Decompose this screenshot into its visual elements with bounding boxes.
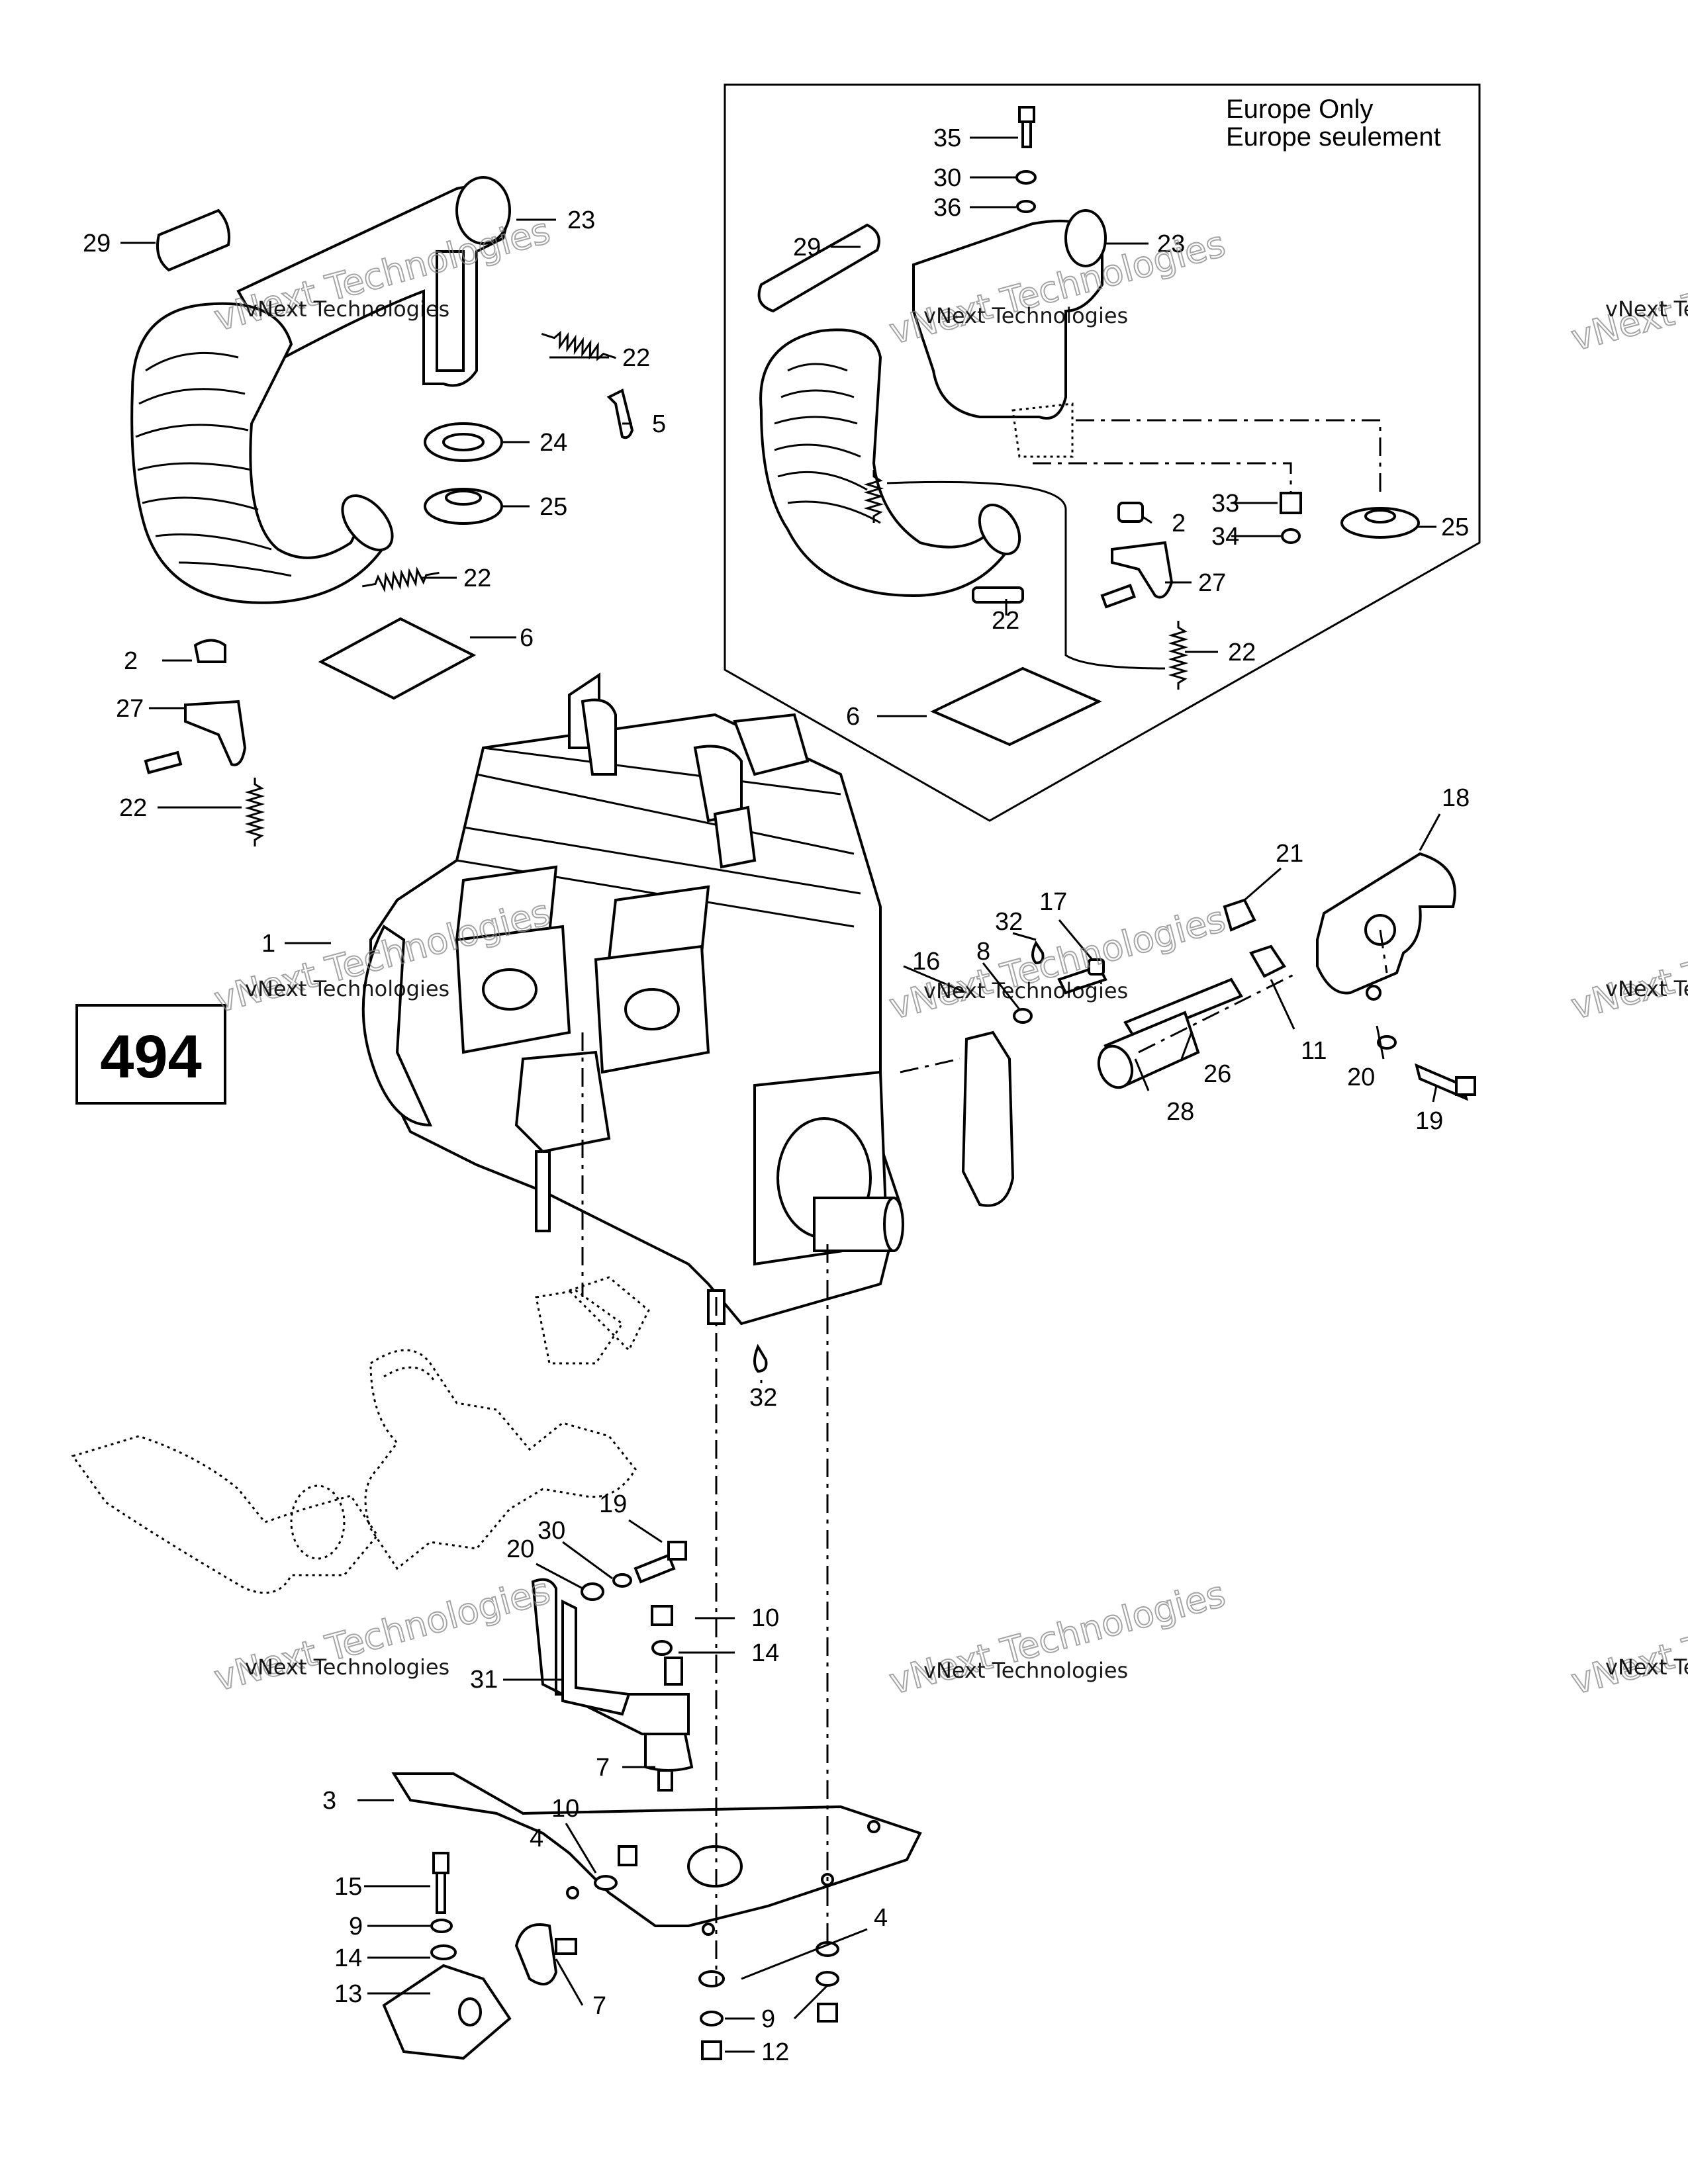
watermark-text: vNext Technologies	[1605, 1655, 1688, 1680]
watermark-text: vNext Technologies	[245, 296, 449, 322]
callout-15: 15	[334, 1873, 362, 1901]
callout-6: 6	[520, 624, 534, 652]
callout-24: 24	[539, 429, 567, 457]
callout-35: 35	[933, 124, 961, 152]
callout-14: 14	[334, 1944, 362, 1972]
watermark-text: vNext Technologies	[1567, 898, 1688, 1028]
watermark-text: vNext Technologies	[923, 303, 1128, 328]
callout-26: 26	[1203, 1060, 1231, 1088]
callout-21: 21	[1276, 840, 1303, 868]
alignment-lines	[581, 929, 1388, 1985]
callout-22: 22	[1228, 639, 1256, 666]
callout-22: 22	[463, 565, 491, 592]
engine	[361, 672, 904, 1326]
callout-9: 9	[761, 2005, 775, 2033]
callout-10: 10	[551, 1795, 579, 1823]
watermark-text: vNext Technologies	[923, 1658, 1128, 1683]
watermark-text: vNext Technologies	[1605, 976, 1688, 1001]
page-number-box	[75, 1004, 226, 1105]
callout-25: 25	[1441, 514, 1469, 541]
watermark-text: vNext Technologies	[245, 976, 449, 1001]
front-mount-assembly	[382, 1541, 922, 2060]
inset-title-line2: Europe seulement	[1226, 122, 1441, 152]
callout-4: 4	[530, 1825, 543, 1852]
callout-33: 33	[1211, 490, 1239, 518]
callout-16: 16	[912, 948, 940, 976]
callout-25: 25	[539, 493, 567, 521]
watermark-text: vNext Technologies	[1567, 1573, 1688, 1703]
callout-29: 29	[793, 234, 821, 261]
leader-lines	[120, 136, 1441, 2053]
callout-4: 4	[874, 1904, 888, 1932]
oil-drop-32	[753, 1343, 768, 1373]
watermark-text: vNext Technologies	[245, 1655, 449, 1680]
callout-29: 29	[83, 230, 111, 257]
callout-27: 27	[1198, 569, 1226, 597]
watermark-text: vNext Technologies	[885, 1573, 1229, 1703]
watermark-text: vNext Technologies	[1567, 230, 1688, 359]
callout-23: 23	[1157, 230, 1185, 258]
rear-engine-mount	[961, 852, 1476, 1207]
callout-30: 30	[933, 164, 961, 192]
callout-19: 19	[1415, 1107, 1443, 1135]
inset-grommet	[1340, 507, 1420, 539]
inset-muffler	[759, 209, 1107, 598]
exhaust-gasket-plate	[318, 617, 477, 700]
callout-27: 27	[116, 695, 144, 723]
inset-spring-lower	[972, 586, 1024, 604]
callout-8: 8	[976, 938, 990, 966]
exhaust-grommet	[424, 488, 503, 525]
callout-22: 22	[119, 794, 147, 822]
callout-19: 19	[599, 1490, 627, 1518]
callout-2: 2	[124, 647, 138, 675]
callout-7: 7	[596, 1754, 610, 1782]
callout-7: 7	[592, 1992, 606, 2020]
europe-inset: Europe Only Europe seulement	[724, 83, 1481, 822]
inset-title-line1: Europe Only	[1226, 95, 1373, 124]
oil-drop-32-upper	[1031, 940, 1045, 965]
callout-22: 22	[992, 607, 1019, 635]
watermark-text: vNext Technologies	[1605, 296, 1688, 322]
callout-20: 20	[506, 1535, 534, 1563]
callout-13: 13	[334, 1980, 362, 2008]
left-bracket	[144, 639, 265, 846]
inset-gasket	[930, 666, 1102, 747]
callout-1: 1	[261, 930, 275, 958]
callout-6: 6	[846, 703, 860, 731]
callout-10: 10	[751, 1604, 779, 1632]
muffler-assembly	[130, 176, 634, 700]
callout-9: 9	[349, 1913, 363, 1940]
callout-32: 32	[995, 908, 1023, 936]
callout-31: 31	[470, 1666, 498, 1694]
inset-nut	[1280, 492, 1302, 514]
callout-30: 30	[538, 1517, 565, 1545]
callout-22: 22	[622, 344, 650, 372]
callout-11: 11	[1301, 1037, 1327, 1065]
callout-23: 23	[567, 206, 595, 234]
inset-spring-upper	[863, 470, 884, 523]
callout-labels: 29 23 22 5 24 25 22 6 2 27 22 1 16 8 32 …	[83, 124, 1470, 2066]
exhaust-manifold-phantom	[71, 1276, 650, 1594]
page-number: 494	[100, 1023, 202, 1091]
inset-bolt-stack	[1015, 106, 1037, 213]
callout-18: 18	[1442, 784, 1470, 812]
callout-20: 20	[1347, 1064, 1375, 1091]
callout-32: 32	[749, 1384, 777, 1412]
callout-14: 14	[751, 1639, 779, 1667]
callout-28: 28	[1166, 1098, 1194, 1126]
inset-bracket	[1100, 502, 1174, 609]
callout-34: 34	[1211, 523, 1239, 551]
watermark-text: vNext Technologies	[210, 1570, 554, 1700]
callout-17: 17	[1039, 888, 1067, 916]
watermark-text: vNext Technologies	[923, 978, 1128, 1003]
callout-5: 5	[652, 410, 666, 438]
callout-36: 36	[933, 194, 961, 222]
callout-3: 3	[322, 1787, 336, 1815]
heat-shield	[156, 208, 230, 272]
callout-12: 12	[761, 2038, 789, 2066]
callout-2: 2	[1172, 510, 1186, 537]
